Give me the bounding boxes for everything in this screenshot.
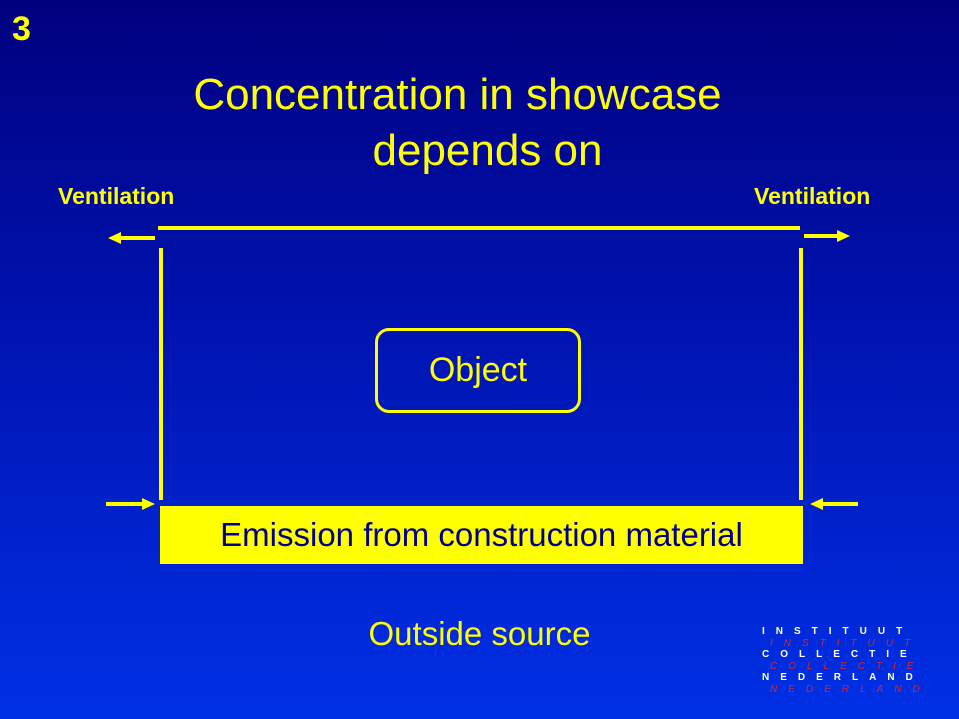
title-line-2: depends on bbox=[372, 126, 603, 175]
logo-line: COLLECTIE bbox=[762, 649, 918, 660]
logo-line: NEDERLAND bbox=[770, 683, 931, 695]
arrow-in-left bbox=[106, 498, 155, 510]
logo-line: COLLECTIE bbox=[770, 660, 925, 672]
logo-line: NEDERLAND bbox=[762, 672, 924, 683]
institute-logo: INSTITUUT INSTITUUT COLLECTIE COLLECTIE … bbox=[762, 626, 932, 695]
arrow-in-right bbox=[810, 498, 858, 510]
logo-line: INSTITUUT bbox=[762, 626, 914, 637]
outside-source-label: Outside source bbox=[0, 615, 959, 653]
logo-line: INSTITUUT bbox=[770, 637, 922, 649]
slide-number: 3 bbox=[12, 10, 31, 48]
emission-box: Emission from construction material bbox=[160, 506, 803, 564]
outside-source-text: Outside source bbox=[368, 615, 591, 652]
object-box: Object bbox=[375, 328, 581, 413]
slide-title: Concentration in showcase depends on bbox=[0, 67, 915, 179]
ventilation-label-left: Ventilation bbox=[58, 183, 175, 209]
object-label: Object bbox=[428, 351, 528, 389]
title-line-1: Concentration in showcase bbox=[193, 70, 722, 119]
ventilation-label-right: Ventilation bbox=[754, 183, 871, 209]
arrow-out-left bbox=[108, 232, 155, 244]
emission-label: Emission from construction material bbox=[220, 516, 743, 553]
arrow-out-right bbox=[804, 230, 850, 242]
